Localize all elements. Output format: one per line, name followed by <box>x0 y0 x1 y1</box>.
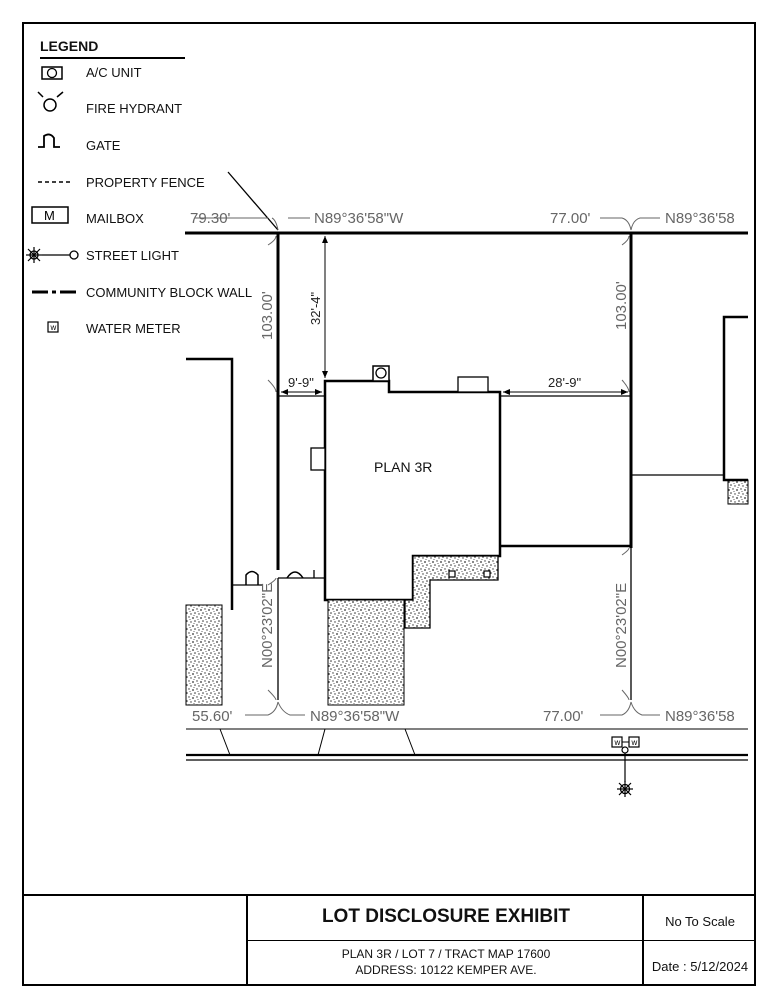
roof-vent <box>457 376 489 393</box>
dim-right-side-setback: 28'-9" <box>548 375 582 390</box>
date: Date : 5/12/2024 <box>651 959 749 974</box>
legend-item-fire-hydrant: FIRE HYDRANT <box>86 101 183 116</box>
title-block: LOT DISCLOSURE EXHIBIT PLAN 3R / LOT 7 /… <box>22 894 756 986</box>
neighbor-right-concrete <box>727 479 749 505</box>
legend-leader-line <box>227 171 279 231</box>
svg-text:M: M <box>44 208 55 223</box>
dim-top-left-length: 79.30' <box>190 210 231 227</box>
legend-street-light-icon <box>26 247 79 263</box>
legend-ac-unit-icon <box>41 66 63 80</box>
dim-right-bearing: N00°23'02"E <box>613 583 630 668</box>
svg-text:w: w <box>614 738 621 747</box>
legend-item-mailbox: MAILBOX <box>86 211 144 226</box>
exhibit-title: LOT DISCLOSURE EXHIBIT <box>321 906 571 927</box>
legend-gate-icon <box>38 133 60 148</box>
dim-top-bearing: N89°36'58"W <box>314 210 404 227</box>
side-utility-box <box>310 447 326 471</box>
address: ADDRESS: 10122 KEMPER AVE. <box>355 963 537 977</box>
neighbor-right-house <box>722 315 748 482</box>
lot-info: PLAN 3R / LOT 7 / TRACT MAP 17600 <box>341 947 551 961</box>
legend-item-gate: GATE <box>86 138 121 153</box>
dim-bottom-right-length: 77.00' <box>543 708 584 725</box>
legend-item-property-fence: PROPERTY FENCE <box>86 175 205 190</box>
dim-left-bearing: N00°23'02"E <box>259 583 276 668</box>
scale-note: No To Scale <box>665 914 735 929</box>
gate-icon <box>245 570 259 585</box>
legend-item-water-meter: WATER METER <box>86 321 181 336</box>
scale-divider <box>644 940 756 941</box>
dim-top-right-length: 77.00' <box>550 210 591 227</box>
building-label: PLAN 3R <box>374 459 432 475</box>
neighbor-left-house <box>186 357 234 610</box>
drawing-frame <box>22 22 756 986</box>
legend-item-community-block-wall: COMMUNITY BLOCK WALL <box>86 285 253 300</box>
svg-text:w: w <box>631 738 638 747</box>
svg-text:w: w <box>50 323 57 332</box>
legend-underline <box>40 57 185 59</box>
legend-mailbox-icon: M <box>31 206 69 224</box>
title-divider <box>248 940 644 941</box>
legend-item-street-light: STREET LIGHT <box>86 248 179 263</box>
driveway <box>327 599 405 706</box>
dim-front-setback: 32'-4" <box>308 291 323 325</box>
legend-water-meter-icon: w <box>47 321 59 333</box>
patio-concrete <box>404 555 499 629</box>
dim-bottom-right-bearing: N89°36'58 <box>665 708 735 725</box>
legend-title: LEGEND <box>40 38 99 54</box>
dim-top-right-bearing: N89°36'58 <box>665 210 735 227</box>
title-block-main: LOT DISCLOSURE EXHIBIT PLAN 3R / LOT 7 /… <box>246 896 644 986</box>
dim-right-side: 103.00' <box>613 281 630 330</box>
dim-left-side: 103.00' <box>259 291 276 340</box>
dim-left-side-setback: 9'-9" <box>288 375 314 390</box>
gate-icon <box>286 571 304 579</box>
street-light-icon <box>617 781 633 797</box>
dim-bottom-bearing: N89°36'58"W <box>310 708 400 725</box>
neighbor-driveway <box>185 604 223 706</box>
legend-item-ac-unit: A/C UNIT <box>86 65 142 80</box>
dim-bottom-left-length: 55.60' <box>192 708 233 725</box>
legend-fire-hydrant-icon <box>37 91 64 112</box>
